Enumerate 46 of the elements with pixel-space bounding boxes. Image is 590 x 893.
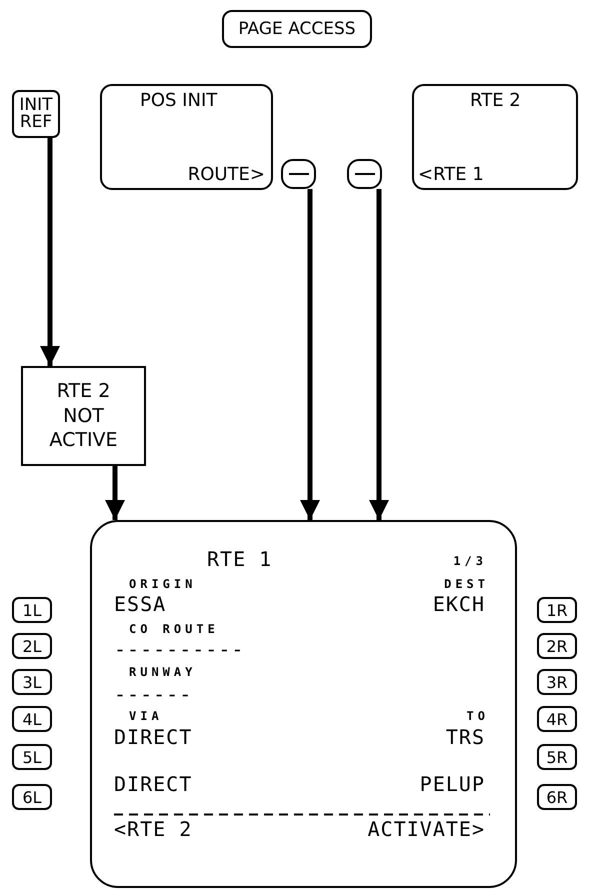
field-label: RUNWAY [129,665,196,679]
screen-text: DIRECT [114,725,192,749]
line-select-key [347,159,382,189]
field-label: VIA [129,709,163,723]
screen-text: TRS [446,725,485,749]
line-select-key: 6R [537,784,577,810]
display-page [100,84,273,190]
arrow [40,138,60,366]
prompt-text: ROUTE> [188,164,265,185]
screen-text: PELUP [420,772,485,796]
field-label: 1/3 [453,554,487,568]
arrow [300,189,320,520]
field-label: DEST [444,577,489,591]
screen-text: EKCH [432,592,485,616]
line-select-key: 5R [537,744,577,770]
screen-text: ESSA [114,592,166,616]
prompt-text: <RTE 1 [418,164,484,185]
menu-key: PAGE ACCESS [222,10,372,48]
line-select-key: 3L [12,669,52,695]
arrow [369,189,389,520]
screen-text: ---------- [114,637,244,661]
field-label: CO ROUTE [129,622,219,636]
screen-text: <RTE 2 [114,817,192,841]
line-select-key: 2R [537,633,577,659]
status-box: RTE 2 NOT ACTIVE [21,366,146,466]
page-title: POS INIT [140,90,218,111]
line-select-key: 6L [12,784,52,810]
line-select-key: 4L [12,706,52,732]
line-select-key: 5L [12,744,52,770]
line-select-key [281,159,316,189]
display-screen [90,520,517,888]
screen-text: DIRECT [114,772,192,796]
line-select-key: 4R [537,706,577,732]
line-select-key: 3R [537,669,577,695]
field-label: ORIGIN [129,577,196,591]
arrow [105,466,125,520]
screen-text: ------ [114,682,192,706]
line-select-key: 1L [12,597,52,623]
screen-text: RTE 1 [207,547,272,571]
line-select-key: 2L [12,633,52,659]
page-title: RTE 2 [470,90,521,111]
display-page [412,84,578,190]
menu-key: INIT REF [12,90,60,138]
screen-text: ACTIVATE> [368,817,485,841]
line-select-key: 1R [537,597,577,623]
field-label: TO [466,709,489,723]
